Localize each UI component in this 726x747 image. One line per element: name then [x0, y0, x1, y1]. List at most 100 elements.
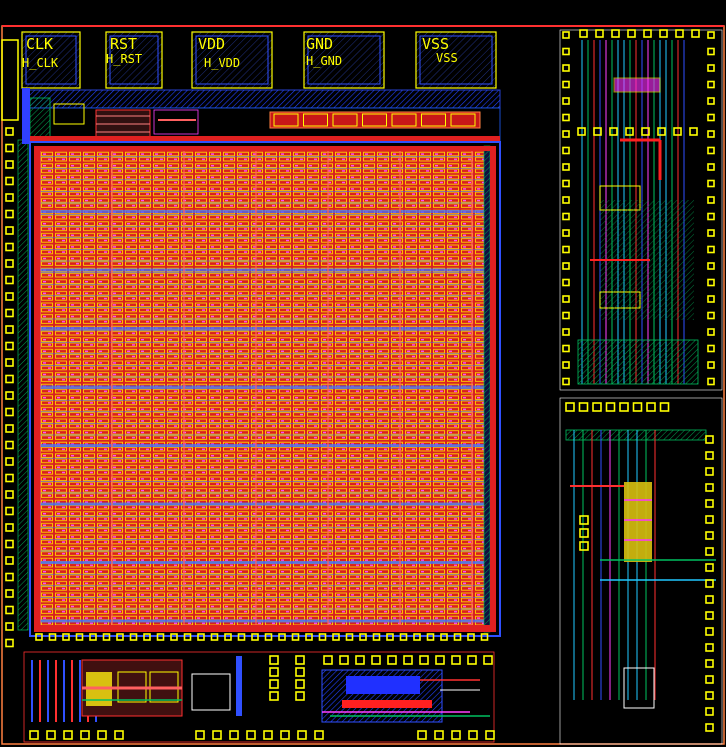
- core-array: [29, 141, 501, 637]
- pad-square-icon: [5, 308, 14, 318]
- pad-square-icon: [707, 361, 715, 369]
- right-upper-pads: [562, 29, 715, 386]
- pad-square-icon: [562, 196, 570, 204]
- pad-square-icon: [592, 402, 602, 412]
- mux-cell: [450, 113, 476, 127]
- pad-square-icon: [705, 467, 714, 476]
- pad-square-icon: [705, 627, 714, 636]
- pad-vdd-net: H_VDD: [204, 56, 240, 70]
- pad-square-icon: [269, 667, 279, 677]
- left-pad-column: [5, 127, 14, 648]
- pad-square-icon: [237, 633, 246, 641]
- pad-square-icon: [707, 31, 715, 39]
- pad-square-icon: [97, 730, 107, 740]
- pad-clk: CLK H_CLK: [21, 31, 81, 89]
- pad-square-icon: [5, 523, 14, 532]
- top-bond-pads: CLK H_CLK RST H_RST VDD H_VDD GND H_GND: [21, 31, 497, 89]
- pad-square-icon: [5, 242, 14, 252]
- pad-square-icon: [5, 539, 14, 549]
- pad-square-icon: [483, 655, 493, 665]
- pad-square-icon: [280, 730, 290, 740]
- pad-square-icon: [705, 723, 714, 732]
- pad-square-icon: [5, 160, 14, 169]
- pad-square-icon: [451, 655, 461, 665]
- pad-square-icon: [579, 541, 589, 551]
- pad-square-icon: [562, 31, 570, 39]
- pad-square-icon: [5, 143, 14, 153]
- pad-square-icon: [705, 515, 714, 524]
- pad-square-icon: [562, 295, 570, 303]
- pad-vdd: VDD H_VDD: [191, 31, 273, 89]
- pad-square-icon: [705, 483, 714, 492]
- pad-square-icon: [609, 127, 618, 136]
- pad-square-icon: [579, 528, 589, 538]
- pad-square-icon: [707, 295, 715, 303]
- pad-square-icon: [35, 633, 43, 641]
- pad-square-icon: [627, 29, 636, 38]
- pad-square-icon: [707, 229, 715, 237]
- pad-square-icon: [62, 633, 70, 641]
- pad-square-icon: [278, 633, 286, 641]
- pad-square-icon: [251, 633, 259, 641]
- top-routing-band: [22, 88, 501, 144]
- pad-square-icon: [212, 730, 222, 740]
- pad-square-icon: [5, 572, 14, 582]
- pad-square-icon: [562, 311, 570, 320]
- pad-square-icon: [451, 730, 461, 740]
- pad-square-icon: [183, 633, 192, 641]
- pad-square-icon: [453, 633, 462, 641]
- pad-square-icon: [485, 730, 495, 740]
- bottom-pad-row: [29, 655, 495, 740]
- mux-cell: [391, 113, 417, 127]
- pad-rst: RST H_RST: [105, 31, 163, 89]
- pad-square-icon: [579, 515, 589, 525]
- pad-square-icon: [578, 402, 589, 412]
- pad-square-icon: [129, 633, 138, 641]
- pad-square-icon: [417, 730, 427, 740]
- pad-clk-name: CLK: [26, 35, 53, 53]
- pad-square-icon: [197, 633, 205, 641]
- pad-square-icon: [156, 633, 165, 641]
- pad-square-icon: [5, 473, 14, 483]
- pad-square-icon: [46, 730, 56, 740]
- pad-square-icon: [332, 633, 340, 641]
- pad-square-icon: [643, 29, 652, 38]
- pad-square-icon: [5, 424, 14, 433]
- pad-square-icon: [399, 633, 408, 641]
- pad-rst-name: RST: [110, 35, 137, 53]
- pad-square-icon: [705, 675, 714, 684]
- pad-square-icon: [562, 47, 570, 56]
- pad-square-icon: [229, 730, 239, 740]
- pad-square-icon: [659, 402, 670, 412]
- pad-square-icon: [705, 691, 714, 700]
- pad-square-icon: [705, 595, 714, 604]
- pad-square-icon: [269, 691, 279, 701]
- pad-rst-net: H_RST: [106, 52, 142, 66]
- pad-square-icon: [705, 451, 714, 460]
- pad-square-icon: [605, 402, 616, 412]
- pad-square-icon: [562, 212, 570, 221]
- power-rail: [40, 268, 484, 272]
- pad-square-icon: [619, 402, 629, 412]
- pad-square-icon: [705, 563, 714, 572]
- power-rail: [40, 444, 484, 447]
- pad-square-icon: [359, 633, 367, 641]
- right-lower-pads: [565, 402, 714, 732]
- pad-square-icon: [314, 730, 324, 740]
- pad-square-icon: [707, 344, 715, 353]
- pad-square-icon: [707, 64, 715, 72]
- pad-square-icon: [707, 377, 715, 386]
- pad-square-icon: [5, 209, 14, 219]
- pad-square-icon: [345, 633, 354, 641]
- pad-square-icon: [689, 127, 698, 136]
- pad-square-icon: [593, 127, 602, 136]
- pad-square-icon: [440, 633, 448, 641]
- pad-square-icon: [707, 196, 715, 204]
- pad-square-icon: [371, 655, 381, 665]
- pad-square-icon: [659, 29, 668, 38]
- pad-square-icon: [657, 127, 666, 136]
- pad-vdd-name: VDD: [198, 35, 225, 53]
- pad-square-icon: [435, 655, 445, 665]
- pad-square-icon: [355, 655, 365, 665]
- pad-square-icon: [413, 633, 421, 641]
